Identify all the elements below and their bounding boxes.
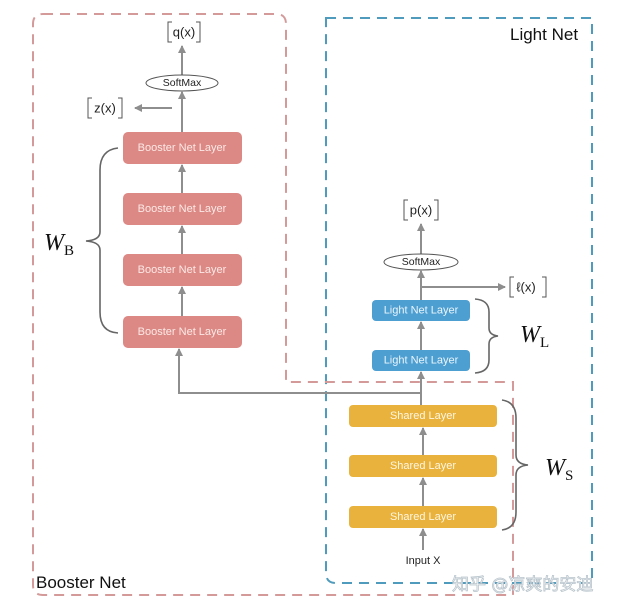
- booster-layer-box: [123, 132, 242, 164]
- booster-softmax-label: SoftMax: [163, 77, 202, 89]
- booster-layer-label: Booster Net Layer: [138, 142, 227, 154]
- light-output-label: p(x): [410, 203, 432, 218]
- shared-layer-box: [349, 405, 497, 427]
- bracket-left: [509, 276, 514, 298]
- bracket-left: [403, 199, 408, 221]
- shared-layer-label: Shared Layer: [390, 410, 456, 422]
- bracket-right: [542, 276, 547, 298]
- bracket-left: [167, 21, 172, 43]
- shared-layer-label: Shared Layer: [390, 511, 456, 523]
- shared-arrows: [175, 348, 427, 550]
- booster-output: q(x): [167, 21, 201, 43]
- booster-net-region-outline: [32, 13, 514, 596]
- light-layer-box: [372, 350, 470, 371]
- bracket-left: [87, 97, 92, 119]
- light-net-label: Light Net: [510, 25, 578, 44]
- booster-layer-label: Booster Net Layer: [138, 264, 227, 276]
- booster-net-label: Booster Net: [36, 573, 126, 592]
- light-output: p(x): [403, 199, 439, 221]
- light-logits: ℓ(x): [509, 276, 547, 298]
- booster-logits-label: z(x): [94, 101, 116, 116]
- booster-output-label: q(x): [173, 25, 195, 40]
- booster-layer-label: Booster Net Layer: [138, 326, 227, 338]
- light-layer-box: [372, 300, 470, 321]
- shared-layer-box: [349, 506, 497, 528]
- booster-logits: z(x): [87, 97, 123, 119]
- booster-arrows: [134, 45, 186, 316]
- light-net-region-outline: [325, 17, 593, 584]
- light-logits-label: ℓ(x): [516, 280, 535, 295]
- booster-layer-box: [123, 193, 242, 225]
- bracket-right: [118, 97, 123, 119]
- light-softmax-label: SoftMax: [402, 256, 441, 268]
- booster-layers: Booster Net Layer Booster Net Layer Boos…: [123, 132, 242, 348]
- light-softmax-node: [383, 253, 459, 271]
- booster-layer-label: Booster Net Layer: [138, 203, 227, 215]
- light-arrows: [417, 223, 506, 350]
- shared-weight-brace: [501, 399, 529, 531]
- bracket-right: [434, 199, 439, 221]
- shared-layers: Shared Layer Shared Layer Shared Layer: [349, 405, 497, 528]
- booster-weight-label: WB: [44, 230, 74, 259]
- shared-weight-label: WS: [545, 455, 573, 484]
- light-weight-brace: [474, 298, 499, 374]
- bracket-right: [196, 21, 201, 43]
- light-layer-label: Light Net Layer: [384, 305, 459, 317]
- booster-layer-box: [123, 316, 242, 348]
- light-layers: Light Net Layer Light Net Layer: [372, 300, 470, 371]
- light-layer-label: Light Net Layer: [384, 355, 459, 367]
- booster-layer-box: [123, 254, 242, 286]
- booster-softmax-node: [145, 74, 219, 92]
- shared-layer-box: [349, 455, 497, 477]
- arrow-to-booster: [175, 348, 421, 394]
- light-weight-label: WL: [520, 322, 549, 351]
- watermark: 知乎 @凉爽的安迪: [452, 575, 593, 595]
- shared-layer-label: Shared Layer: [390, 460, 456, 472]
- booster-weight-brace: [85, 147, 119, 334]
- input-label: Input X: [406, 555, 442, 567]
